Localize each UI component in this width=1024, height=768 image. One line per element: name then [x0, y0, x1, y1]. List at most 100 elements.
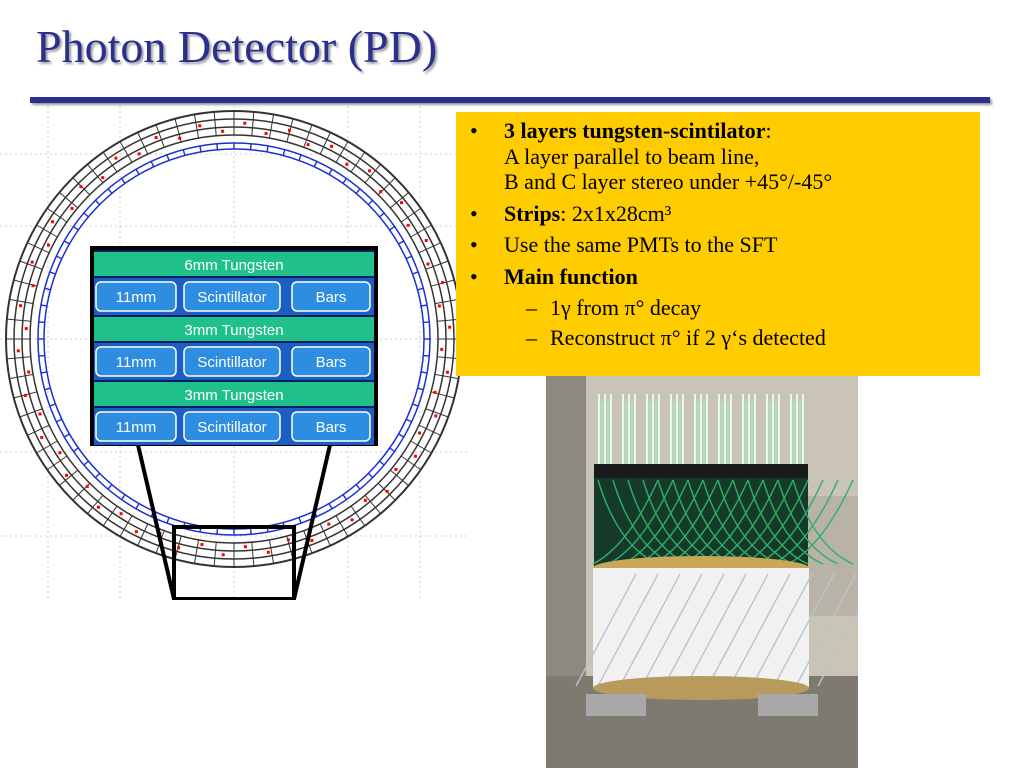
- inner-segment: [367, 199, 374, 206]
- fiber-strand: [724, 394, 726, 466]
- fiber-strand: [754, 394, 756, 466]
- inner-segment: [63, 433, 70, 438]
- fiber-strand: [769, 402, 771, 474]
- segment-label-mark: [445, 370, 449, 374]
- fiber-strand: [694, 394, 696, 466]
- fiber-strand: [604, 394, 606, 466]
- segment-label-mark: [96, 505, 100, 509]
- inner-segment: [398, 433, 405, 438]
- outer-segment: [46, 207, 68, 223]
- segment-label-mark: [178, 136, 182, 140]
- outer-segment: [213, 111, 217, 136]
- segment-label-mark: [134, 530, 138, 534]
- segment-label-mark: [406, 223, 410, 227]
- wrap-line: [751, 573, 813, 687]
- scintillator-cell: [291, 411, 371, 442]
- inner-segment: [328, 168, 333, 175]
- fiber-arc: [732, 479, 794, 565]
- fiber-strand: [649, 402, 651, 474]
- scintillator-cell: [291, 346, 371, 377]
- outer-segment: [59, 192, 79, 209]
- fiber-arc: [762, 479, 824, 565]
- inner-segment: [417, 287, 424, 291]
- inner-segment: [298, 154, 302, 161]
- inner-segment: [405, 418, 412, 423]
- outer-segment: [6, 356, 31, 360]
- tungsten-layer: [94, 252, 374, 276]
- outer-segment: [400, 455, 422, 471]
- segment-label-mark: [221, 553, 225, 557]
- segment-label-mark: [38, 412, 42, 416]
- wrap-line: [817, 609, 858, 687]
- detector-photo: [546, 376, 858, 768]
- sub-bullet-reconstruct: Reconstruct π° if 2 γ‘s detected: [464, 325, 970, 351]
- outer-segment: [364, 164, 381, 184]
- inner-segment: [216, 143, 219, 150]
- outer-segment: [19, 408, 43, 418]
- fiber-strand: [598, 394, 600, 466]
- fiber-strand: [730, 394, 732, 466]
- photo-base-ring: [593, 676, 809, 700]
- scintillator-cell: [95, 411, 177, 442]
- scintillator-cell-label: 11mm: [116, 419, 157, 436]
- outer-segment: [389, 469, 409, 486]
- segment-label-mark: [16, 349, 20, 353]
- inner-segment: [412, 403, 419, 407]
- fiber-arc: [747, 479, 809, 565]
- outer-segment: [434, 298, 459, 305]
- wrap-line: [619, 573, 681, 687]
- segment-label-mark: [426, 262, 430, 266]
- fiber-strand: [673, 402, 675, 474]
- outer-segment: [59, 469, 79, 486]
- wrap-line: [685, 573, 747, 687]
- outer-segment: [410, 224, 432, 238]
- outer-segment: [251, 542, 255, 567]
- outer-segment: [418, 242, 441, 254]
- inner-segment: [249, 143, 252, 150]
- scintillator-cell-label: Bars: [316, 354, 347, 371]
- inner-segment: [44, 387, 51, 391]
- bullet-box: 3 layers tungsten-scintilator: A layer p…: [456, 112, 980, 376]
- outer-segment: [27, 424, 50, 436]
- fiber-strand: [790, 394, 792, 466]
- segment-label-mark: [19, 304, 23, 308]
- inner-segment: [389, 447, 395, 452]
- segment-label-mark: [58, 451, 62, 455]
- outer-segment: [36, 440, 58, 454]
- outer-segment: [251, 111, 255, 136]
- photo-top-ring: [594, 464, 808, 478]
- inner-segment: [379, 212, 385, 218]
- segment-label-mark: [79, 185, 83, 189]
- segment-label-mark: [266, 550, 270, 554]
- scintillator-cell-label: Bars: [316, 419, 347, 436]
- inner-segment: [38, 354, 45, 357]
- inner-segment: [420, 304, 428, 307]
- outer-segment: [319, 523, 331, 546]
- inner-segment: [342, 178, 347, 184]
- inner-segment: [166, 154, 170, 161]
- outer-segment: [87, 494, 104, 514]
- bullet-layers-line3: B and C layer stereo under +45°/-45°: [504, 169, 833, 195]
- inner-segment: [150, 161, 155, 168]
- inner-segment: [282, 149, 286, 156]
- inner-segment: [412, 271, 419, 275]
- outer-segment: [389, 192, 409, 209]
- fiber-strand: [658, 394, 660, 466]
- fiber-arc: [772, 479, 839, 565]
- inner-segment: [40, 371, 48, 374]
- inner-segment: [107, 484, 113, 490]
- fiber-strand: [700, 394, 702, 466]
- inner-segment: [367, 472, 374, 479]
- fiber-strand: [718, 394, 720, 466]
- inner-segment: [423, 321, 430, 324]
- outer-segment: [268, 539, 275, 564]
- segment-label-mark: [418, 431, 422, 435]
- inner-segment: [94, 472, 101, 479]
- segment-label-mark: [243, 545, 247, 549]
- segment-label-mark: [154, 136, 158, 140]
- tungsten-label: 6mm Tungsten: [184, 257, 283, 274]
- segment-label-mark: [310, 538, 314, 542]
- wrap-line: [707, 573, 769, 687]
- outer-segment: [9, 373, 34, 380]
